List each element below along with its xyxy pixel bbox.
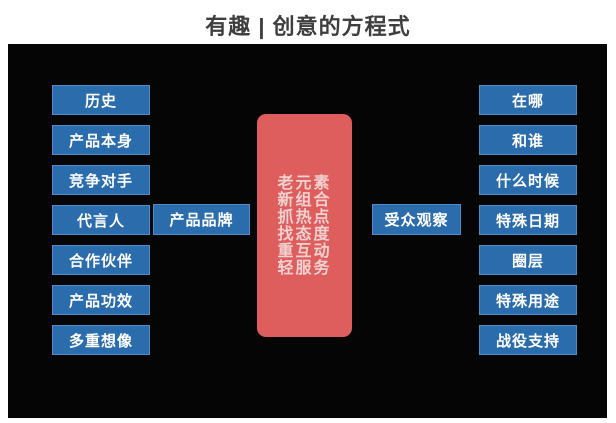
factor-box-when: 什么时候 — [479, 165, 577, 195]
formula-line-catch-hotspots: 抓热点 — [277, 208, 332, 226]
formula-line-find-attitude: 找态度 — [277, 225, 332, 243]
factor-box-competitors: 竞争对手 — [52, 165, 150, 195]
slide-title: 有趣 | 创意的方程式 — [205, 14, 411, 39]
product-brand-connector-box: 产品品牌 — [153, 204, 250, 235]
factor-box-history: 历史 — [52, 85, 150, 115]
formula-line-heavy-interaction: 重互动 — [277, 242, 332, 260]
factor-box-special-dates: 特殊日期 — [479, 205, 577, 235]
formula-line-light-service: 轻服务 — [277, 259, 332, 277]
factor-box-circles: 圈层 — [479, 245, 577, 275]
right-factors-column: 在哪 和谁 什么时候 特殊日期 圈层 特殊用途 战役支持 — [479, 85, 577, 355]
formula-line-new-combination: 新组合 — [277, 191, 332, 209]
factor-box-product-itself: 产品本身 — [52, 125, 150, 155]
factor-box-product-efficacy: 产品功效 — [52, 285, 150, 315]
formula-box: 老元素 新组合 抓热点 找态度 重互动 轻服务 — [257, 114, 352, 337]
audience-observation-connector-box: 受众观察 — [372, 204, 461, 235]
factor-box-spokesperson: 代言人 — [52, 205, 150, 235]
factor-box-special-uses: 特殊用途 — [479, 285, 577, 315]
diagram-canvas: 历史 产品本身 竞争对手 代言人 合作伙伴 产品功效 多重想像 产品品牌 老元素… — [8, 44, 607, 418]
factor-box-partners: 合作伙伴 — [52, 245, 150, 275]
factor-box-campaign-support: 战役支持 — [479, 325, 577, 355]
factor-box-multiple-imagination: 多重想像 — [52, 325, 150, 355]
factor-box-where: 在哪 — [479, 85, 577, 115]
formula-line-old-elements: 老元素 — [277, 174, 332, 192]
left-factors-column: 历史 产品本身 竞争对手 代言人 合作伙伴 产品功效 多重想像 — [52, 85, 150, 355]
factor-box-with-whom: 和谁 — [479, 125, 577, 155]
